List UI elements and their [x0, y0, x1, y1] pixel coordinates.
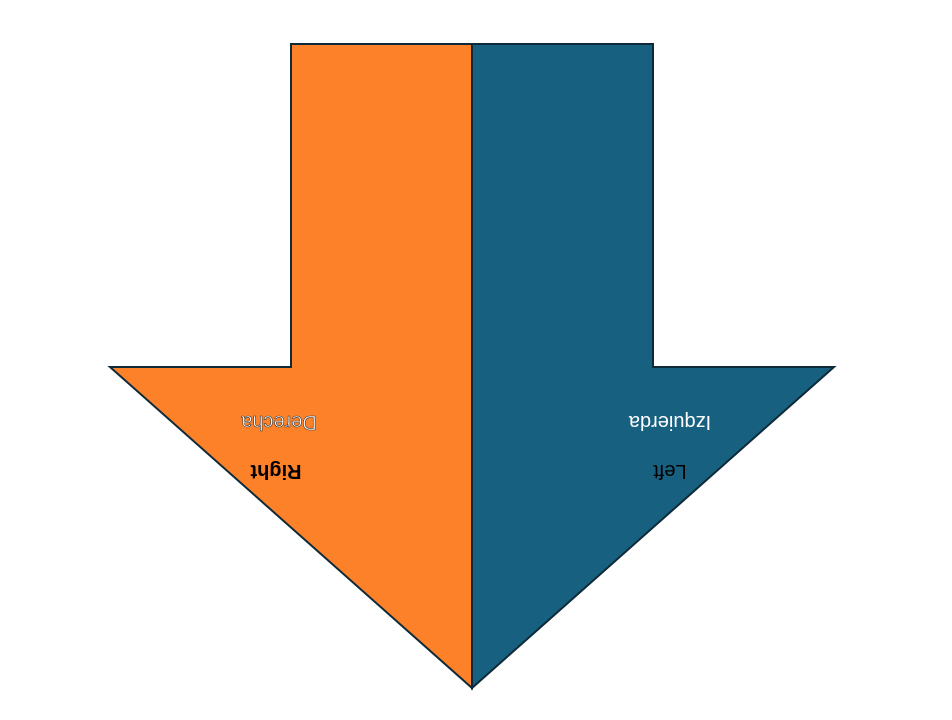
label-left: Left: [653, 460, 687, 482]
arrow-left-half: [107, 43, 473, 691]
label-izquierda: Izquierda: [628, 411, 711, 433]
label-derecha: Derecha: [240, 411, 316, 433]
label-right: Right: [250, 460, 301, 482]
arrow-right-half: [471, 43, 837, 691]
